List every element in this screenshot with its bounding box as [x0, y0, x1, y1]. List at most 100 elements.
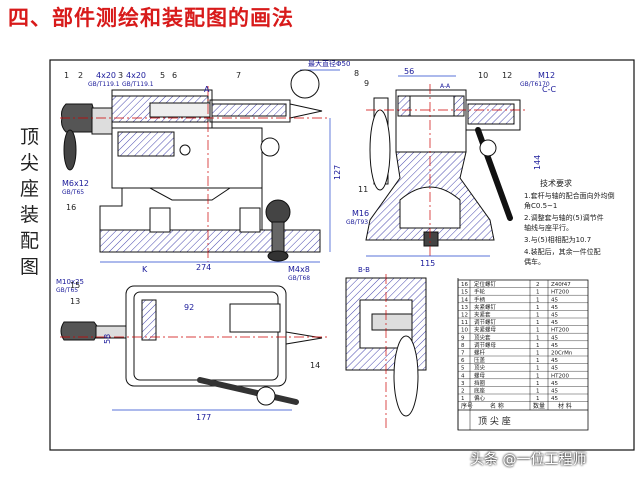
label-cc: C-C	[542, 85, 556, 94]
balloon-8: 8	[354, 69, 359, 78]
parts-cell-no: 2	[461, 389, 465, 395]
parts-cell-no: 6	[461, 358, 465, 364]
dim-58: 58	[103, 334, 112, 344]
parts-cell-mat: HT200	[551, 328, 569, 334]
hdr-mat: 材 料	[558, 402, 572, 410]
balloon-6: 6	[172, 71, 177, 80]
parts-cell-qty: 1	[536, 381, 540, 387]
side-balloons: 8 9 10 11 12 C-C A-A 最大直径Φ50 56 115 144 …	[308, 59, 556, 268]
m4x8-gb: GB/T68	[288, 275, 310, 282]
parts-cell-mat: HT200	[551, 373, 569, 379]
parts-cell-qty: 1	[536, 335, 540, 341]
parts-cell-name: 顶尖套	[474, 333, 491, 341]
parts-cell-qty: 1	[536, 320, 540, 326]
section-a: A	[204, 85, 210, 94]
balloon-15: 15	[70, 281, 80, 290]
parts-cell-no: 5	[461, 366, 465, 372]
parts-cell-mat: 20CrMn	[551, 351, 573, 357]
parts-cell-no: 14	[461, 297, 468, 303]
parts-cell-mat: 45	[551, 320, 558, 326]
balloon-7: 7	[236, 71, 241, 80]
parts-cell-name: 手轮	[474, 288, 486, 296]
top-balloons: 1 2 3 4x20 4x20 5 6 7 GB/T119.1 GB/T119.…	[62, 71, 342, 272]
parts-cell-mat: 45	[551, 343, 558, 349]
parts-cell-qty: 1	[536, 373, 540, 379]
parts-cell-no: 9	[461, 335, 465, 341]
balloon-10: 10	[478, 71, 488, 80]
parts-cell-no: 4	[461, 373, 465, 379]
hdr-no: 序号	[461, 402, 473, 410]
tech-line-2: 2.调整套与轴的(5)调节件	[524, 213, 604, 222]
parts-cell-qty: 1	[536, 351, 540, 357]
parts-cell-mat: 45	[551, 297, 558, 303]
m6-note: M6x12	[62, 179, 89, 188]
parts-cell-mat: HT200	[551, 290, 569, 296]
parts-cell-name: 螺母	[474, 371, 486, 379]
side-view	[365, 75, 528, 257]
m16-note: M16	[352, 209, 369, 218]
label-k: K	[142, 265, 148, 274]
dim-144: 144	[533, 155, 542, 170]
parts-cell-mat: 45	[551, 305, 558, 311]
tech-line-3: 轴线与座平行。	[524, 223, 573, 232]
hdr-qty: 数量	[533, 402, 545, 410]
tech-line-1: 角C0.5~1	[524, 201, 557, 210]
parts-cell-qty: 1	[536, 305, 540, 311]
parts-cell-qty: 1	[536, 297, 540, 303]
parts-cell-name: 夹紧螺母	[474, 326, 497, 334]
parts-cell-qty: 1	[536, 389, 540, 395]
balloon-13: 13	[70, 297, 80, 306]
parts-cell-mat: 45	[551, 396, 558, 402]
dim-274: 274	[196, 263, 211, 272]
parts-cell-qty: 1	[536, 313, 540, 319]
parts-cell-no: 1	[461, 396, 465, 402]
parts-cell-no: 16	[461, 282, 468, 288]
plan-balloons: K M10x25 GB/T65 13 15 14 M4x8 GB/T68 92 …	[56, 265, 320, 422]
parts-cell-qty: 1	[536, 366, 540, 372]
parts-cell-no: 12	[461, 313, 468, 319]
tech-line-6: 偶车。	[524, 257, 545, 266]
m16-gb: GB/T93	[346, 219, 368, 226]
balloon-2: 2	[78, 71, 83, 80]
parts-cell-name: 顶尖	[474, 364, 486, 372]
parts-cell-name: 底座	[474, 387, 486, 395]
m6-gb: GB/T65	[62, 189, 84, 196]
parts-cell-no: 7	[461, 351, 465, 357]
parts-cell-mat: 45	[551, 335, 558, 341]
parts-cell-no: 15	[461, 290, 468, 296]
parts-cell-no: 11	[461, 320, 468, 326]
parts-cell-name: 定位螺钉	[474, 280, 497, 288]
parts-cell-name: 挡圈	[474, 379, 486, 387]
balloon-14: 14	[310, 361, 320, 370]
m4x8-note: M4x8	[288, 265, 310, 274]
tech-line-4: 3.与(5)相相配为10.7	[524, 235, 591, 244]
parts-cell-no: 13	[461, 305, 468, 311]
label-bb: B-B	[358, 266, 370, 274]
parts-cell-name: 手柄	[474, 295, 486, 303]
parts-cell-qty: 1	[536, 396, 540, 402]
tech-requirements: 技术要求 1.套杆与轴的配合面向外均倒 角C0.5~1 2.调整套与轴的(5)调…	[524, 178, 615, 266]
tech-line-5: 4.装配后，其余一件位配	[524, 247, 601, 256]
dim-115: 115	[420, 259, 435, 268]
drawing-frame	[49, 59, 635, 451]
parts-cell-mat: 45	[551, 381, 558, 387]
m10-note: M10x25	[56, 278, 84, 286]
parts-cell-name: 偏心	[474, 394, 486, 402]
parts-cell-mat: Z40f47	[551, 282, 571, 288]
balloon-9: 9	[364, 79, 369, 88]
dim-177: 177	[196, 413, 211, 422]
side-title: 顶尖座装配图	[20, 126, 40, 278]
main-view	[60, 69, 340, 263]
balloon-5: 5	[160, 71, 165, 80]
tech-line-0: 1.套杆与轴的配合面向外均倒	[524, 191, 615, 200]
parts-cell-qty: 1	[536, 358, 540, 364]
balloon-3: 3	[118, 71, 123, 80]
parts-cell-no: 3	[461, 381, 465, 387]
balloon-11: 11	[358, 185, 368, 194]
parts-cell-name: 压盖	[474, 356, 486, 364]
fit-4x20-a: 4x20	[96, 71, 116, 80]
parts-cell-name: 调节螺母	[474, 341, 497, 349]
